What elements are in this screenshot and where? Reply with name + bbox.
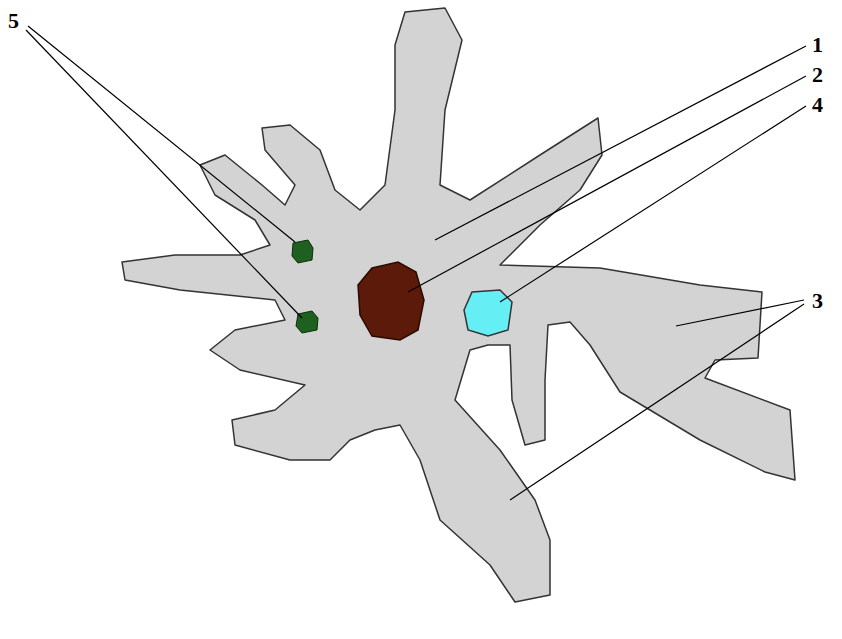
callout-number: 2 [812,64,823,86]
leader-line [500,106,806,302]
leader-line [510,304,804,500]
callout-number: 3 [812,290,823,312]
leader-line [435,46,806,240]
cell-body [122,8,795,602]
callout-number: 5 [8,10,19,32]
leader-line [676,300,804,326]
callout-number: 1 [812,34,823,56]
chloroplast [292,240,313,263]
chloroplast [296,311,318,333]
leader-line [28,26,295,242]
nucleus [358,262,424,340]
contractile-vacuole [464,290,512,336]
callout-number: 4 [812,94,823,116]
leader-line [26,30,302,318]
leader-line [408,76,806,292]
